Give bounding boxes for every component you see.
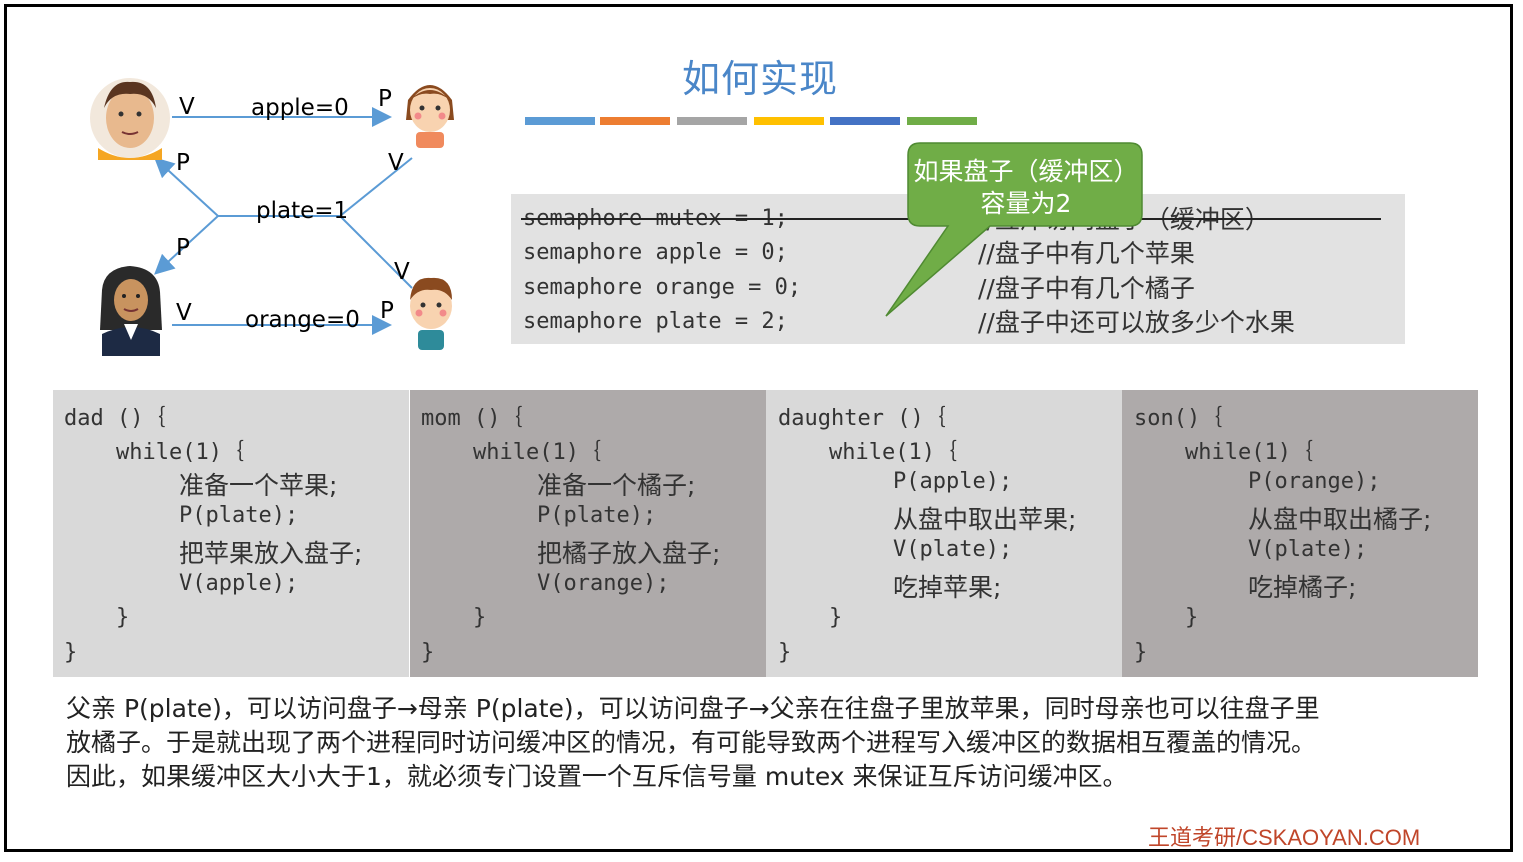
son-avatar	[410, 277, 452, 350]
code-line: while(1)｛	[116, 440, 244, 465]
code-line: V(apple);	[179, 571, 299, 596]
mom-column	[410, 390, 766, 677]
semaphore-code: semaphore apple = 0;	[523, 240, 788, 265]
code-line: daughter ()｛	[778, 406, 946, 431]
label-p-top: P	[378, 86, 392, 112]
code-line: P(orange);	[1248, 469, 1381, 494]
label-orange: orange=0	[245, 307, 360, 333]
color-bar	[525, 117, 595, 125]
code-line: P(plate);	[179, 503, 299, 528]
daughter-column	[766, 390, 1122, 677]
code-line: while(1)｛	[473, 440, 601, 465]
code-line: dad ()｛	[64, 406, 166, 431]
line-from-son	[339, 215, 413, 289]
color-bar	[907, 117, 977, 125]
slide-title: 如何实现	[681, 57, 838, 101]
label-p-left-up: P	[176, 150, 190, 176]
code-line: P(apple);	[893, 469, 1013, 494]
label-v-right-down: V	[394, 259, 410, 285]
color-bar	[754, 117, 824, 125]
label-v-top: V	[179, 94, 195, 120]
explanation-paragraph: 父亲 P(plate)，可以访问盘子→母亲 P(plate)，可以访问盘子→父亲…	[66, 692, 1486, 794]
code-line: }	[116, 605, 130, 630]
code-line: 把橘子放入盘子;	[537, 539, 721, 568]
code-line: mom ()｛	[421, 406, 523, 431]
son-column	[1122, 390, 1478, 677]
code-line: 把苹果放入盘子;	[179, 539, 363, 568]
color-bar	[830, 117, 900, 125]
arrow-to-mom	[154, 215, 219, 275]
code-line: 吃掉苹果;	[893, 573, 1002, 602]
code-line: }	[473, 605, 487, 630]
footer-brand: 王道考研/CSKAOYAN.COM	[1148, 825, 1421, 850]
semaphore-comment: //盘子中有几个橘子	[978, 274, 1195, 303]
code-line: 从盘中取出橘子;	[1248, 505, 1432, 534]
code-line: 准备一个苹果;	[179, 471, 338, 500]
dad-column	[53, 390, 409, 677]
paragraph-line: 放橘子。于是就出现了两个进程同时访问缓冲区的情况，有可能导致两个进程写入缓冲区的…	[66, 728, 1317, 757]
code-line: }	[1185, 605, 1199, 630]
semaphore-comment: //盘子中有几个苹果	[978, 239, 1195, 268]
code-line: son()｛	[1134, 406, 1223, 431]
code-line: }	[421, 640, 435, 665]
slide-frame	[4, 4, 1513, 852]
process-diagram	[90, 78, 454, 356]
code-line: 从盘中取出苹果;	[893, 505, 1077, 534]
color-bar	[677, 117, 747, 125]
dad-avatar	[90, 78, 170, 160]
arrow-to-dad	[154, 157, 219, 217]
label-p-left-down: P	[176, 235, 190, 261]
code-line: P(plate);	[537, 503, 657, 528]
semaphore-code: semaphore orange = 0;	[523, 275, 802, 300]
mom-avatar	[100, 266, 162, 356]
label-v-bottom: V	[176, 300, 192, 326]
label-v-right-up: V	[388, 150, 404, 176]
callout-bubble	[885, 142, 1143, 317]
label-apple: apple=0	[251, 95, 349, 121]
label-p-bottom: P	[380, 298, 394, 324]
paragraph-line: 因此，如果缓冲区大小大于1，就必须专门设置一个互斥信号量 mutex 来保证互斥…	[66, 762, 1128, 791]
semaphore-comment: //盘子中还可以放多少个水果	[978, 308, 1295, 337]
code-line: 准备一个橘子;	[537, 471, 696, 500]
code-line: }	[1134, 640, 1148, 665]
color-bar	[600, 117, 670, 125]
semaphore-code: semaphore plate = 2;	[523, 309, 788, 334]
callout-text: 如果盘子（缓冲区）容量为2	[913, 157, 1139, 218]
code-line: V(plate);	[1248, 537, 1368, 562]
code-line: }	[829, 605, 843, 630]
label-plate: plate=1	[256, 198, 349, 224]
paragraph-line: 父亲 P(plate)，可以访问盘子→母亲 P(plate)，可以访问盘子→父亲…	[66, 694, 1320, 723]
line-from-daughter	[339, 157, 413, 217]
code-line: V(plate);	[893, 537, 1013, 562]
code-line: while(1)｛	[829, 440, 957, 465]
code-line: }	[778, 640, 792, 665]
daughter-avatar	[406, 85, 454, 148]
code-line: 吃掉橘子;	[1248, 573, 1357, 602]
code-line: while(1)｛	[1185, 440, 1313, 465]
code-line: V(orange);	[537, 571, 670, 596]
code-line: }	[64, 640, 78, 665]
